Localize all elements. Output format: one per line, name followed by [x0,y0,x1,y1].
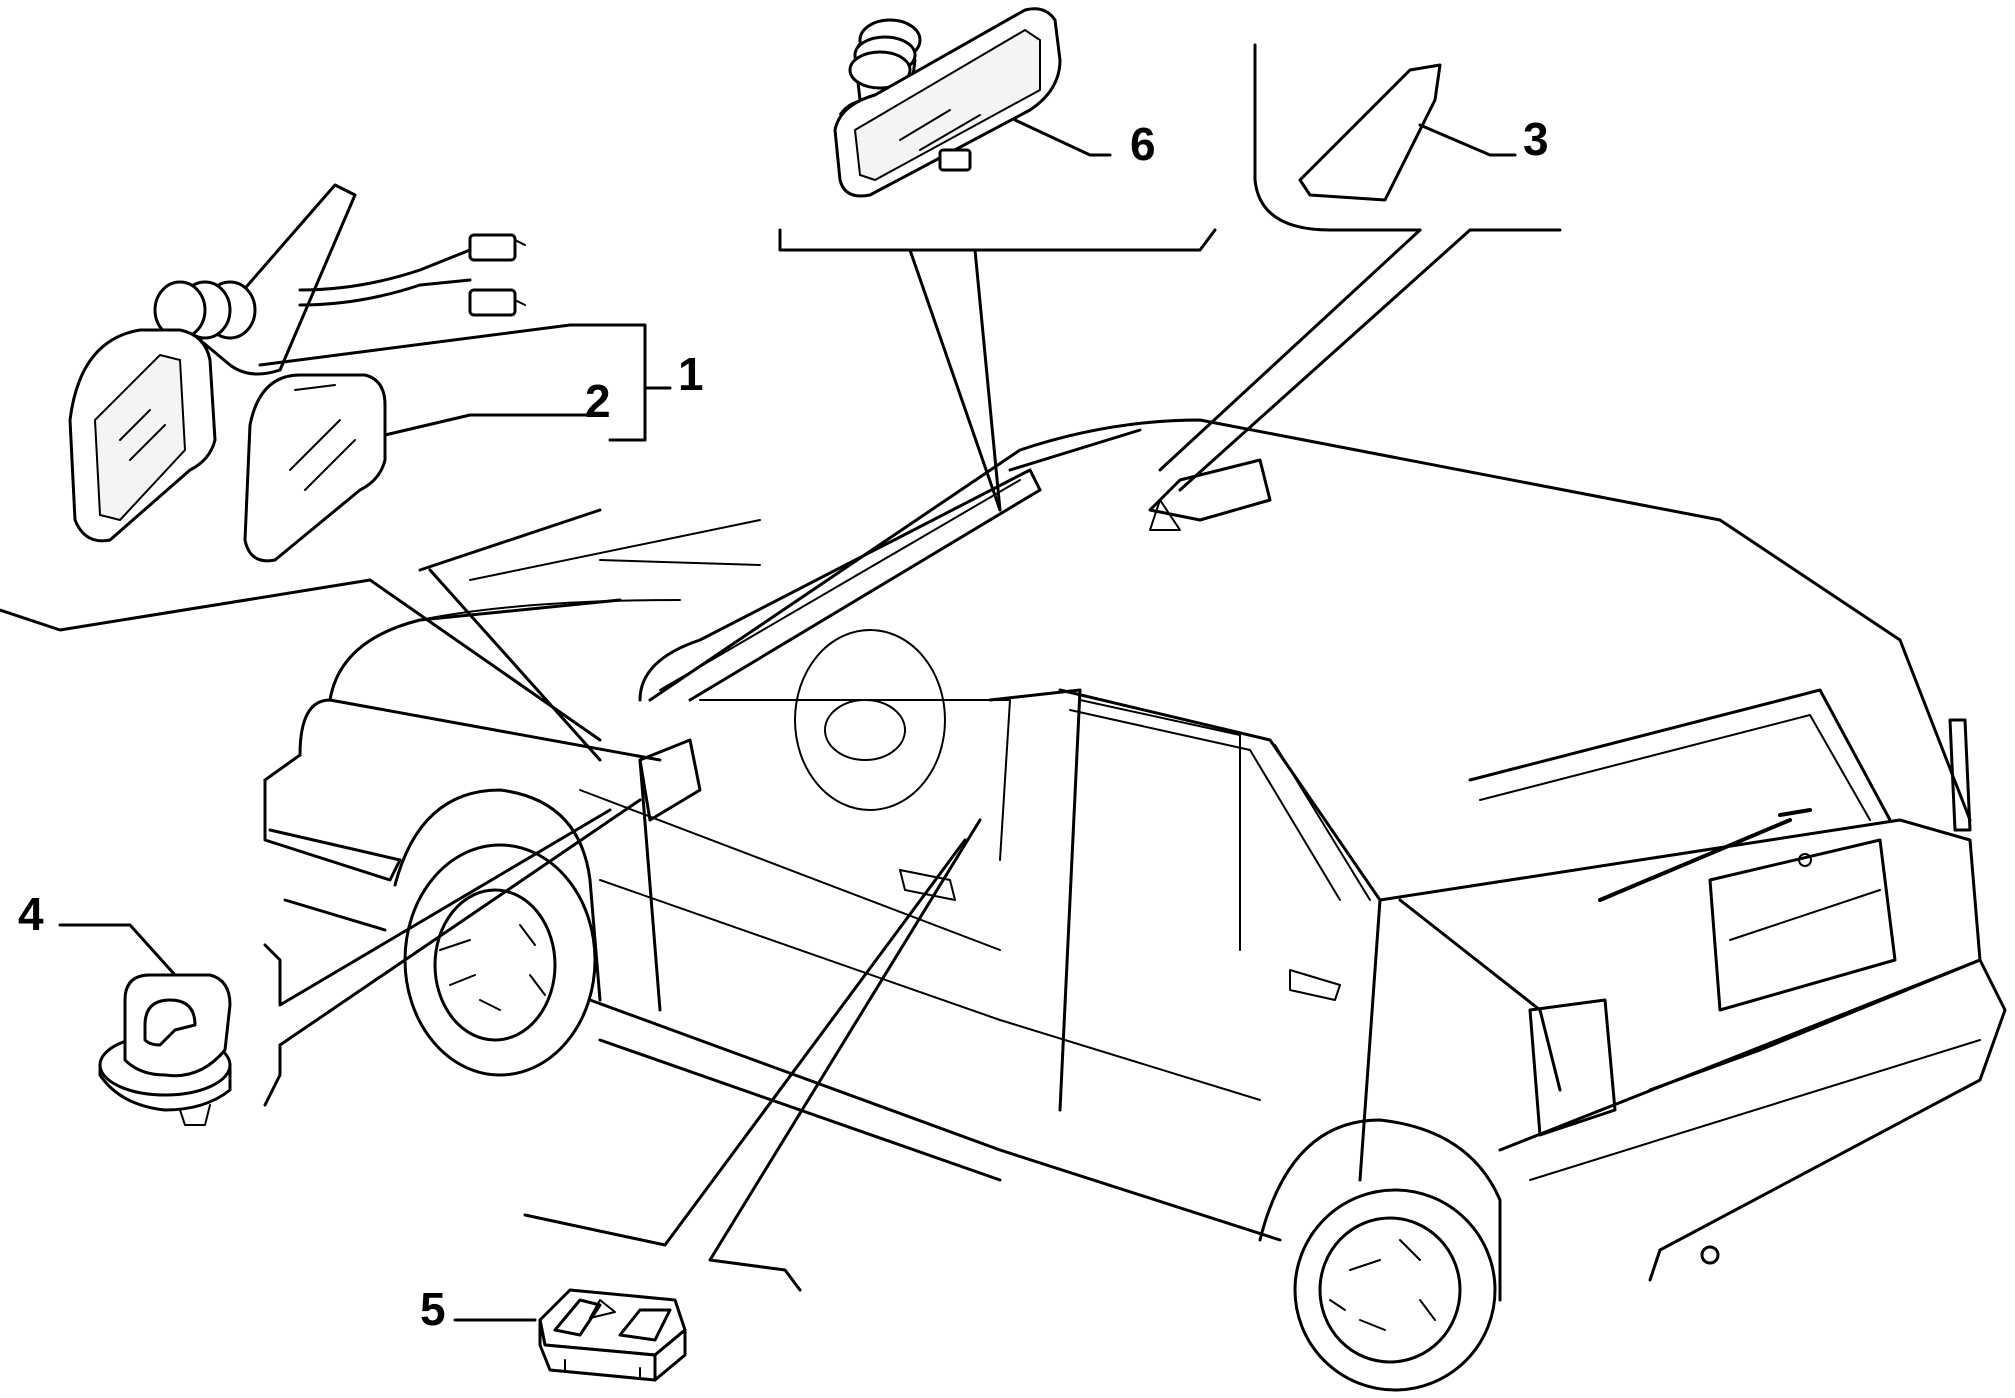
callout-4: 4 [18,888,44,940]
callout-5: 5 [420,1283,446,1335]
callout-6: 6 [1130,118,1156,170]
exterior-mirror-assembly [68,183,526,563]
mirror-adjust-switch [453,1288,687,1382]
leader-lines [0,43,1562,1292]
callout-2: 2 [585,375,611,427]
fastening-clip [58,923,232,1126]
callout-1: 1 [678,348,704,400]
callout-bracket-1-2 [258,323,672,442]
inner-trim-cover [1298,63,1517,202]
callout-3: 3 [1523,113,1549,165]
interior-rear-view-mirror [833,7,1112,198]
car-body [263,418,2007,1392]
callout-labels: 1 2 3 4 5 6 [18,113,1549,1335]
